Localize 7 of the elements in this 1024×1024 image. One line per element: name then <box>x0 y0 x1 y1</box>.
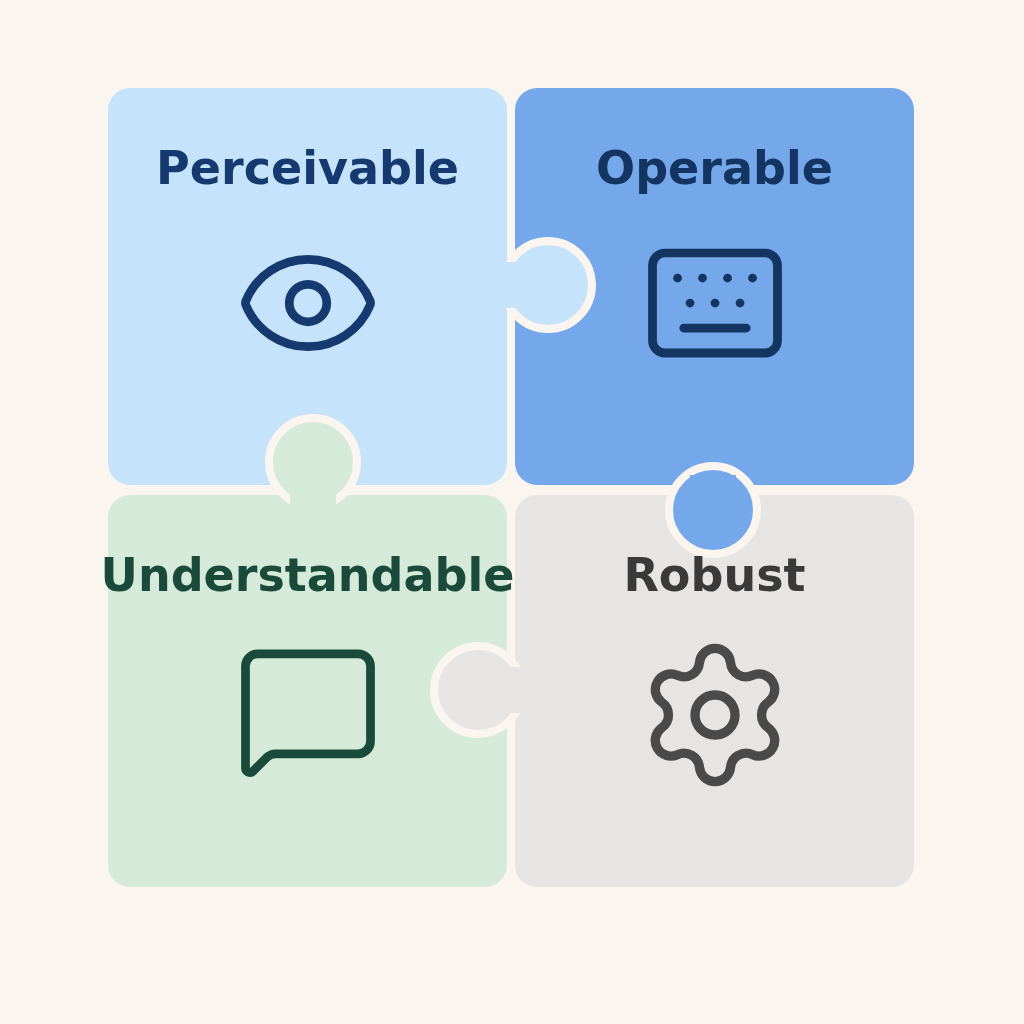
piece-title: Robust <box>623 547 806 604</box>
puzzle-piece <box>108 88 507 485</box>
puzzle-piece <box>515 88 914 485</box>
piece-title: Operable <box>596 140 833 197</box>
piece-title: Perceivable <box>156 140 459 197</box>
piece-title: Understandable <box>100 547 515 604</box>
puzzle-piece <box>515 495 914 887</box>
